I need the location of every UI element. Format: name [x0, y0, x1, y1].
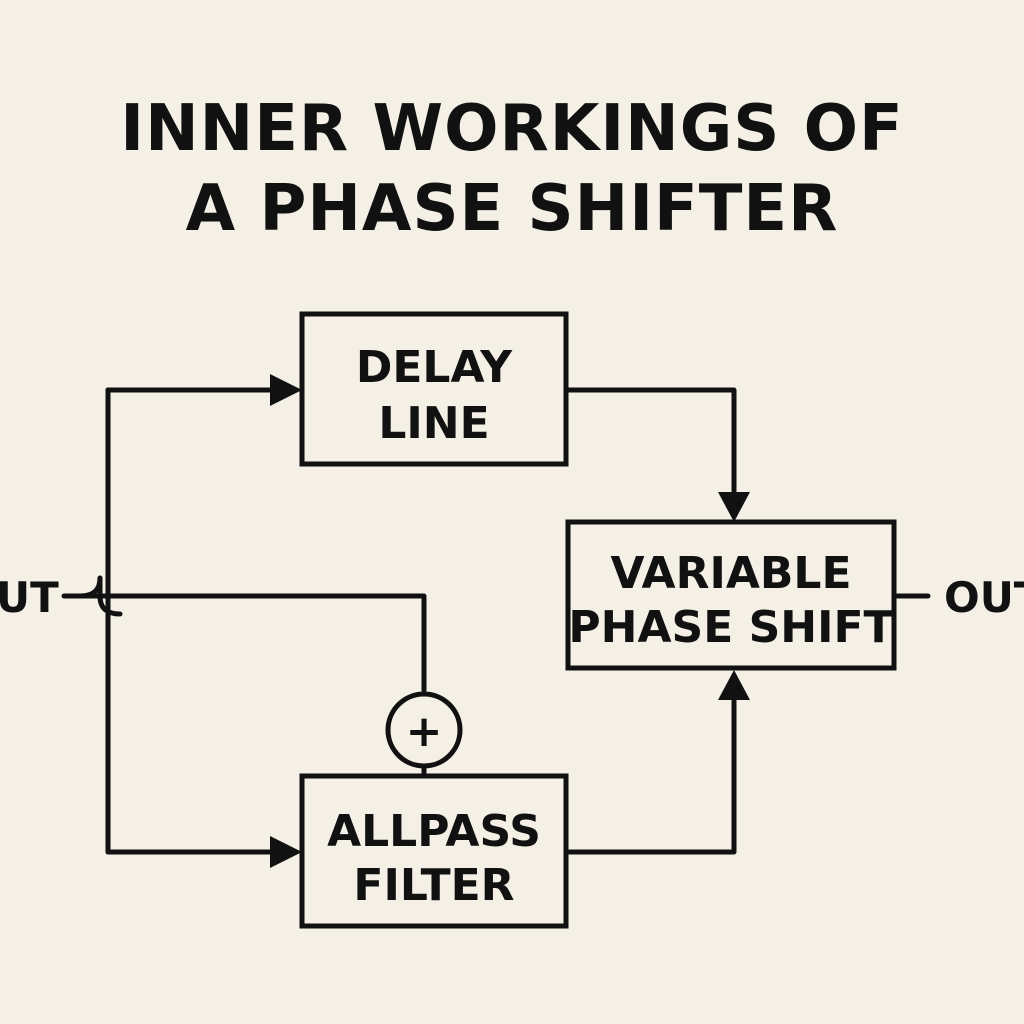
sum-branch-wire [77, 593, 427, 693]
allpass-filter-block: ALLPASS FILTER [299, 773, 569, 929]
arrow-into-allpass-filter [270, 836, 302, 868]
allpass-filter-box [299, 773, 569, 929]
summing-junction: + [385, 691, 463, 769]
delay-line-box [299, 311, 569, 467]
plus-icon: + [406, 706, 443, 757]
signal-wires [61, 387, 931, 855]
variable-phase-shift-block: VARIABLE PHASE SHIFT [565, 519, 897, 671]
summing-junction-circle [385, 691, 463, 769]
delay-to-phase-wire [563, 387, 737, 497]
allpass-to-phase-wire [563, 697, 737, 855]
input-label: UT [0, 573, 59, 622]
arrow-into-phase-shift-bottom [718, 670, 750, 700]
allpass-filter-label-1: ALLPASS [327, 806, 541, 857]
variable-phase-shift-label-2: PHASE SHIFT [568, 602, 893, 653]
title-line-2: A PHASE SHIFTER [186, 172, 839, 246]
delay-line-label-1: DELAY [356, 342, 513, 393]
title-line-1: INNER WORKINGS OF [120, 92, 904, 166]
variable-phase-shift-box [565, 519, 897, 671]
output-label: OUT [944, 573, 1024, 622]
variable-phase-shift-label-1: VARIABLE [610, 548, 851, 599]
delay-line-label-2: LINE [378, 398, 489, 449]
arrow-into-phase-shift-top [718, 492, 750, 522]
arrow-into-delay-line [270, 374, 302, 406]
delay-line-block: DELAY LINE [299, 311, 569, 467]
allpass-filter-label-2: FILTER [353, 860, 514, 911]
